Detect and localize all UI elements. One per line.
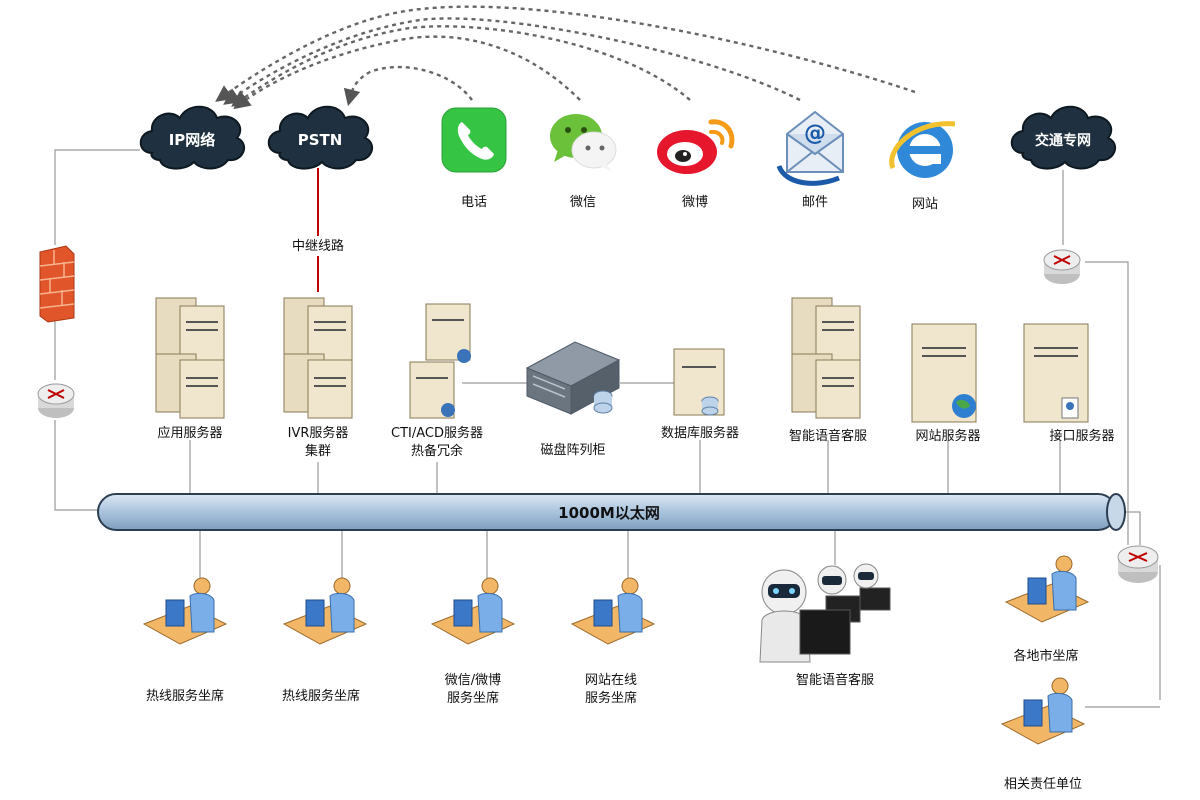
seat-hotline-label-1: 热线服务坐席 <box>145 689 224 704</box>
weibo-icon[interactable] <box>653 112 737 178</box>
agent-seat-icon[interactable] <box>1002 550 1092 640</box>
channel-wechat-label: 微信 <box>569 195 596 210</box>
api-server-icon[interactable] <box>1020 318 1100 428</box>
dashed-arrows <box>215 5 916 110</box>
storage-label: 磁盘阵列柜 <box>540 443 606 458</box>
seat-web-label-2: 服务坐席 <box>584 691 637 706</box>
server-ivr-label-2: 集群 <box>304 444 331 459</box>
server-cti-label-1: CTI/ACD服务器 <box>391 426 483 441</box>
ethernet-bus: 1000M以太网 <box>97 493 1126 531</box>
robot-agent <box>853 563 891 611</box>
router-icon <box>1117 545 1159 583</box>
dashed-arrow-weibo <box>231 25 691 107</box>
wechat-icon[interactable] <box>546 108 620 174</box>
trunk-label: 中继线路 <box>291 239 344 254</box>
router-icon <box>1043 249 1081 284</box>
server-db-label: 数据库服务器 <box>660 426 739 441</box>
dashed-arrow-mail <box>223 17 801 105</box>
web-server-icon[interactable] <box>908 318 988 428</box>
responsible-unit-icon[interactable] <box>998 672 1088 762</box>
server-tower <box>155 297 225 419</box>
agent-seat-icon[interactable] <box>280 572 370 662</box>
ie-browser-icon[interactable] <box>885 110 965 190</box>
channel-phone-label: 电话 <box>460 195 487 210</box>
agent-seat-icon[interactable] <box>568 572 658 662</box>
cloud-pstn[interactable]: PSTN <box>260 98 380 178</box>
voice-server-icon[interactable] <box>788 290 868 420</box>
dashed-arrow-wechat <box>233 35 581 110</box>
server-app-label: 应用服务器 <box>157 426 223 441</box>
firewall-icon <box>39 245 75 323</box>
seat-hotline-label-2: 热线服务坐席 <box>281 689 360 704</box>
dashed-arrow-phone <box>343 65 473 107</box>
cti-server-icon[interactable] <box>406 298 486 424</box>
agent-seat-icon[interactable] <box>140 572 230 662</box>
db-server-icon[interactable] <box>670 345 730 421</box>
seat-web-label-1: 网站在线 <box>584 673 637 688</box>
seat-unit-label: 相关责任单位 <box>1003 777 1082 792</box>
server-api-label: 接口服务器 <box>1049 429 1115 444</box>
server-ivr-label-1: IVR服务器 <box>287 426 349 441</box>
agent-seat-icon[interactable] <box>428 572 518 662</box>
server-voice-label: 智能语音客服 <box>788 429 867 444</box>
server-cti-label-2: 热备冗余 <box>410 444 463 459</box>
channel-weibo-label: 微博 <box>681 195 708 210</box>
cloud-ip-label: IP网络 <box>169 131 216 149</box>
channel-web-label: 网站 <box>911 197 938 212</box>
app-server-icon[interactable] <box>152 290 232 420</box>
seat-wechat-label-2: 服务坐席 <box>446 691 499 706</box>
cloud-ip[interactable]: IP网络 <box>132 98 252 178</box>
bus-label: 1000M以太网 <box>558 504 660 522</box>
server-web-label: 网站服务器 <box>915 429 981 444</box>
cloud-traffic-label: 交通专网 <box>1035 132 1091 149</box>
storage-cabinet-icon[interactable] <box>523 338 623 418</box>
robot-agent <box>759 569 851 663</box>
robot-agents-icon[interactable] <box>748 558 928 668</box>
svg-text:@: @ <box>804 121 826 146</box>
ivr-server-icon[interactable] <box>280 290 360 420</box>
seat-city-label: 各地市坐席 <box>1013 649 1079 664</box>
channel-mail-label: 邮件 <box>801 195 828 210</box>
seat-wechat-label-1: 微信/微博 <box>444 673 502 688</box>
router-icon <box>37 383 75 418</box>
cloud-traffic[interactable]: 交通专网 <box>1003 98 1123 178</box>
dashed-arrow-web <box>215 5 916 102</box>
mail-icon[interactable]: @ <box>775 106 855 188</box>
robot-label: 智能语音客服 <box>795 673 874 688</box>
cloud-pstn-label: PSTN <box>298 131 343 149</box>
phone-icon[interactable] <box>440 106 508 174</box>
